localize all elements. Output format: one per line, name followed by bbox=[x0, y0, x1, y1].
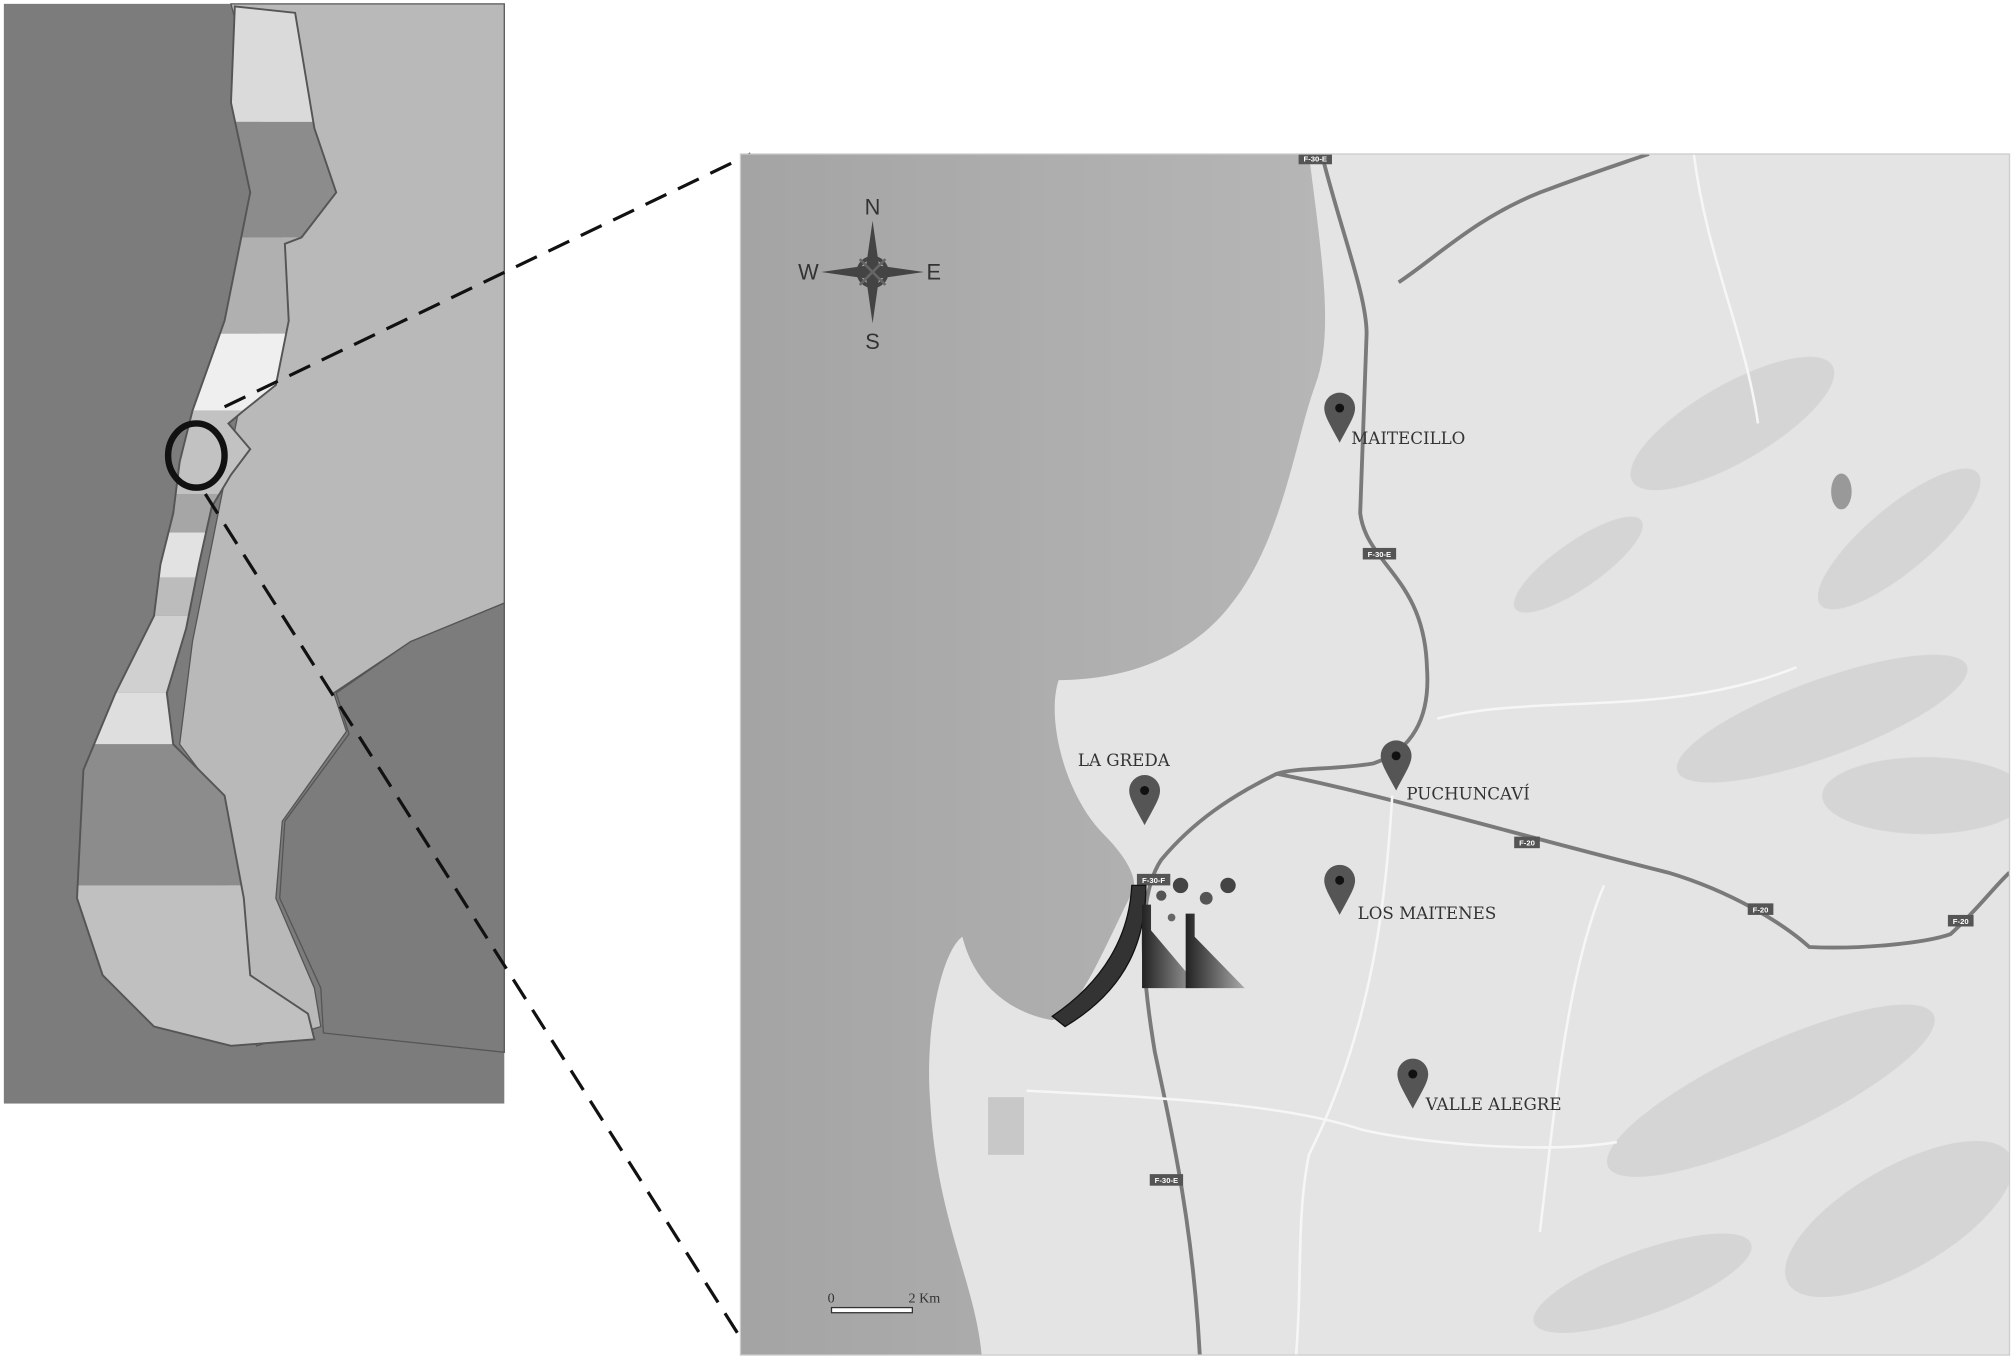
svg-text:F-30-E: F-30-E bbox=[1304, 155, 1327, 164]
road-north bbox=[1397, 153, 1650, 284]
map-pin-icon bbox=[1324, 864, 1356, 915]
svg-text:W: W bbox=[798, 260, 819, 285]
sea bbox=[740, 153, 1326, 1356]
compass-rose-icon: N S W E bbox=[798, 194, 941, 354]
svg-text:VALLE ALEGRE: VALLE ALEGRE bbox=[1425, 1095, 1562, 1114]
svg-text:F-30-E: F-30-E bbox=[1368, 550, 1392, 559]
svg-text:F-20: F-20 bbox=[1519, 839, 1535, 848]
svg-text:E: E bbox=[926, 260, 941, 285]
place-la-greda: LA GREDA bbox=[1078, 751, 1171, 826]
svg-text:F-20: F-20 bbox=[1953, 917, 1969, 926]
road-shield-f20: F-20 bbox=[1514, 836, 1540, 849]
road-shield-f20-east: F-20 bbox=[1747, 903, 1774, 915]
place-maitecillo: MAITECILLO bbox=[1324, 392, 1465, 448]
place-los-maitenes: LOS MAITENES bbox=[1324, 864, 1497, 923]
road-shield-f30e-top: F-30-E bbox=[1298, 153, 1332, 165]
place-puchuncavi: PUCHUNCAVÍ bbox=[1380, 740, 1530, 803]
road-shield-f30f: F-30-F bbox=[1136, 873, 1171, 886]
minor-roads bbox=[1026, 153, 1797, 1356]
hill-shading bbox=[1513, 356, 2010, 1333]
connector-line-bottom bbox=[203, 493, 753, 1355]
svg-text:2 Km: 2 Km bbox=[909, 1290, 941, 1306]
svg-text:LOS MAITENES: LOS MAITENES bbox=[1358, 904, 1497, 923]
atlantic-ocean bbox=[279, 602, 505, 1053]
road-f20 bbox=[1276, 771, 2010, 950]
connector-line-top bbox=[223, 152, 752, 409]
detail-map: F-30-E F-30-E F-20 F-20 F-20 F-30-F F-30… bbox=[740, 153, 2010, 1356]
svg-text:N: N bbox=[865, 194, 881, 219]
road-shield-f20-far-east: F-20 bbox=[1947, 914, 1974, 927]
map-pin-icon bbox=[1129, 775, 1161, 826]
factory-icon bbox=[1142, 877, 1245, 989]
overview-map bbox=[3, 3, 505, 1104]
svg-text:F-30-E: F-30-E bbox=[1155, 1176, 1179, 1185]
svg-text:LA GREDA: LA GREDA bbox=[1078, 751, 1171, 770]
study-area-circle bbox=[164, 420, 228, 491]
map-pin-icon bbox=[1380, 740, 1412, 791]
road-f30e bbox=[1141, 153, 1430, 1356]
scale-bar: 0 2 Km bbox=[828, 1290, 941, 1314]
map-pin-icon bbox=[1324, 392, 1356, 443]
svg-text:S: S bbox=[865, 329, 880, 354]
road-shield-f30e-south: F-30-E bbox=[1149, 1174, 1184, 1186]
place-valle-alegre: VALLE ALEGRE bbox=[1397, 1058, 1562, 1114]
roads bbox=[1141, 153, 2010, 1356]
svg-text:MAITECILLO: MAITECILLO bbox=[1351, 429, 1465, 448]
svg-text:F-30-F: F-30-F bbox=[1142, 876, 1165, 885]
svg-text:0: 0 bbox=[828, 1290, 835, 1306]
svg-text:PUCHUNCAVÍ: PUCHUNCAVÍ bbox=[1406, 783, 1530, 803]
svg-text:F-20: F-20 bbox=[1753, 905, 1769, 914]
map-pin-icon bbox=[1397, 1058, 1429, 1109]
road-shield-f30e-mid: F-30-E bbox=[1362, 547, 1397, 560]
